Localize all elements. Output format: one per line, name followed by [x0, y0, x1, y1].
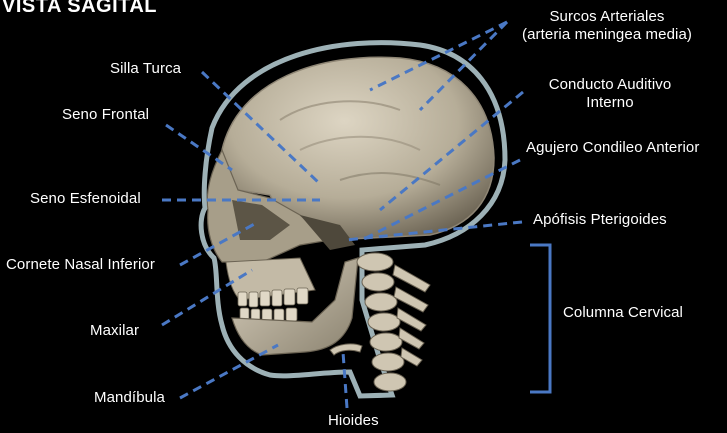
- label-columna-cervical: Columna Cervical: [563, 304, 683, 322]
- label-agujero-condileo: Agujero Condileo Anterior: [526, 139, 699, 157]
- label-conducto-auditivo: Conducto Auditivo Interno: [525, 76, 695, 112]
- label-surcos-line2: (arteria meningea media): [508, 26, 706, 44]
- label-surcos-arteriales: Surcos Arteriales (arteria meningea medi…: [508, 8, 706, 44]
- label-conducto-line2: Interno: [525, 94, 695, 112]
- label-apofisis-pterigoides: Apófisis Pterigoides: [533, 211, 667, 229]
- hyoid-bone: [330, 344, 362, 355]
- label-cornete-nasal: Cornete Nasal Inferior: [6, 256, 155, 274]
- label-hioides: Hioides: [328, 412, 379, 430]
- bracket-columna: [530, 245, 550, 392]
- label-maxilar: Maxilar: [90, 322, 139, 340]
- label-seno-esfenoidal: Seno Esfenoidal: [30, 190, 141, 208]
- label-mandibula: Mandíbula: [94, 389, 165, 407]
- cervical-spine: [357, 253, 430, 391]
- figure-title: VISTA SAGITAL: [2, 0, 157, 15]
- label-surcos-line1: Surcos Arteriales: [508, 8, 706, 26]
- label-conducto-line1: Conducto Auditivo: [525, 76, 695, 94]
- label-seno-frontal: Seno Frontal: [62, 106, 149, 124]
- leader-hioides: [343, 352, 347, 408]
- label-silla-turca: Silla Turca: [110, 60, 181, 78]
